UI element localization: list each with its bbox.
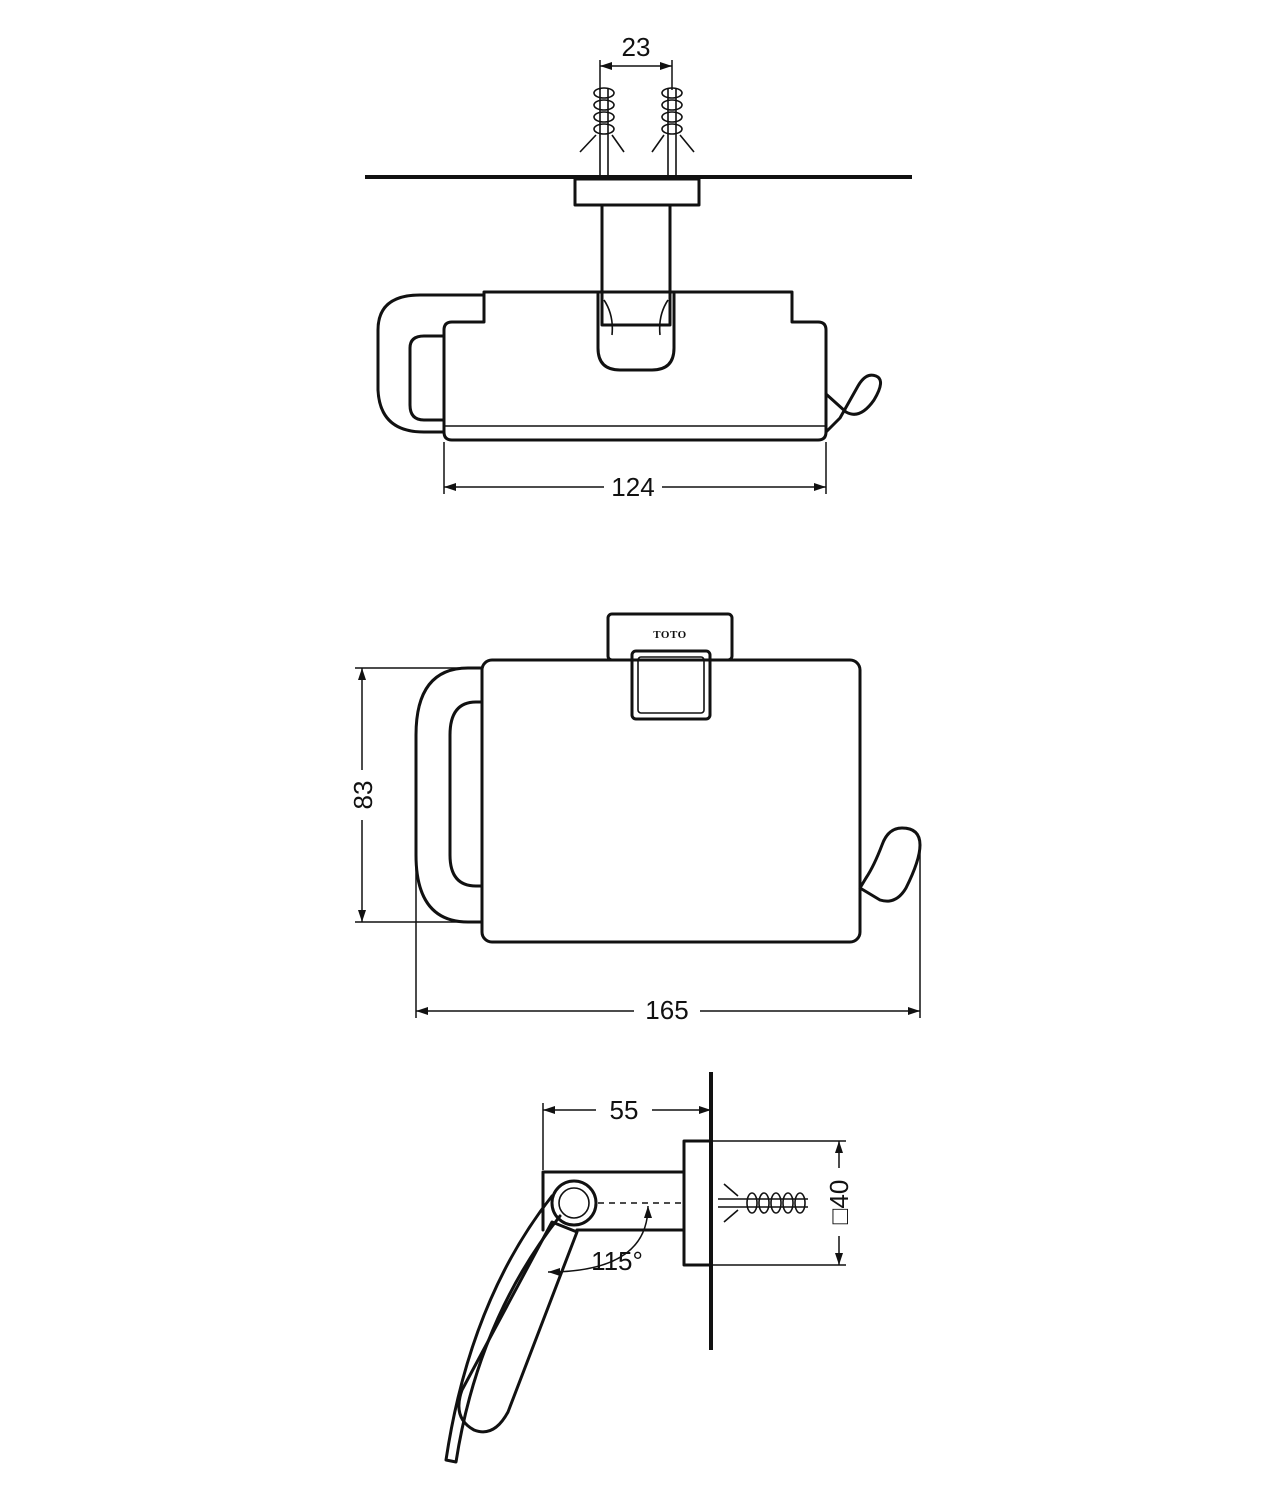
dimension-anchor-spacing: 23 bbox=[599, 32, 673, 90]
top-view-stem-notch bbox=[596, 292, 676, 372]
dimension-height: 83 bbox=[348, 667, 470, 923]
anchor-screw-left bbox=[579, 87, 625, 177]
top-view: 23 124 bbox=[365, 32, 912, 502]
toto-logo: TOTO bbox=[653, 629, 686, 641]
top-view-handle-loop bbox=[376, 293, 486, 434]
dimension-projection: 55 bbox=[542, 1095, 711, 1170]
anchor-screw-right bbox=[651, 87, 695, 177]
dimension-anchor-spacing-label: 23 bbox=[622, 32, 651, 62]
top-view-mount-plate bbox=[573, 177, 701, 207]
dimension-overall-width-label: 165 bbox=[645, 995, 688, 1025]
dimension-swing-angle-label: 115° bbox=[591, 1246, 643, 1276]
front-view-cover bbox=[480, 658, 862, 944]
dimension-cover-width: 124 bbox=[443, 442, 827, 502]
side-view: 115° 55 □40 bbox=[444, 1072, 854, 1464]
side-view-swing-cover bbox=[444, 1194, 562, 1464]
side-view-anchor-screw bbox=[718, 1183, 808, 1223]
top-view-spindle-hook bbox=[824, 373, 882, 434]
dimension-height-label: 83 bbox=[348, 781, 378, 810]
front-view-spindle bbox=[858, 826, 922, 903]
front-view: TOTO 83 165 bbox=[348, 612, 922, 1025]
dimension-cover-width-label: 124 bbox=[611, 472, 654, 502]
top-view-cover bbox=[442, 290, 828, 442]
front-view-handle-loop bbox=[414, 666, 484, 924]
dimension-flange-size-label: □40 bbox=[824, 1180, 854, 1225]
dimension-projection-label: 55 bbox=[610, 1095, 639, 1125]
top-view-stem bbox=[600, 203, 672, 327]
front-view-clip bbox=[630, 649, 712, 721]
dimension-swing-angle: 115° bbox=[547, 1205, 652, 1276]
dimension-overall-width: 165 bbox=[415, 850, 921, 1025]
dimension-flange-size: □40 bbox=[686, 1140, 854, 1266]
side-view-flange bbox=[682, 1139, 713, 1267]
